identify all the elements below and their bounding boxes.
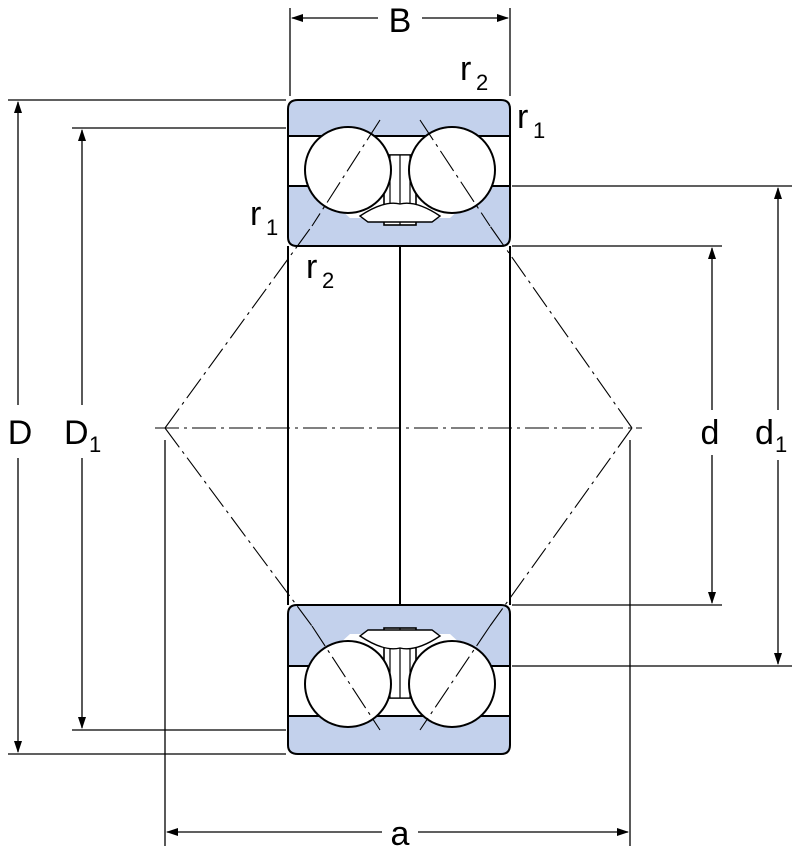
- svg-text:r: r: [250, 195, 261, 233]
- label-r1-top: r 1: [517, 98, 545, 143]
- top-outer-ring: [288, 100, 510, 136]
- dimension-d: [512, 245, 722, 606]
- dimension-D1: [72, 127, 286, 731]
- bottom-bearing-section: [287, 604, 511, 755]
- label-d: d: [701, 414, 720, 452]
- label-r2-left: r 2: [306, 248, 334, 293]
- svg-text:2: 2: [476, 70, 488, 95]
- svg-text:1: 1: [89, 432, 101, 457]
- label-d1: d 1: [755, 414, 787, 457]
- bottom-inner-ring-left: [288, 605, 400, 666]
- dimension-B: [289, 8, 511, 96]
- svg-text:1: 1: [266, 215, 278, 240]
- label-r2-top: r 2: [460, 50, 488, 95]
- svg-text:1: 1: [775, 432, 787, 457]
- svg-text:r: r: [517, 98, 528, 136]
- bottom-ball-left: [304, 640, 392, 728]
- dimension-D: [8, 99, 286, 755]
- svg-text:d: d: [755, 414, 774, 452]
- dimension-d1: [512, 185, 792, 667]
- top-cage: [358, 154, 442, 226]
- bottom-ball-right: [408, 640, 496, 728]
- svg-text:2: 2: [322, 268, 334, 293]
- bottom-outer-ring: [288, 716, 510, 754]
- contact-angle-lines: [155, 225, 642, 627]
- top-bearing-section: [287, 99, 511, 247]
- top-ball-right: [408, 126, 496, 214]
- label-D: D: [8, 414, 33, 452]
- bore-lines: [287, 246, 511, 605]
- label-a: a: [391, 815, 410, 853]
- svg-text:D: D: [64, 414, 89, 452]
- bottom-inner-ring-right: [400, 605, 510, 666]
- svg-text:r: r: [306, 248, 317, 286]
- top-inner-ring-left: [288, 186, 400, 246]
- svg-text:1: 1: [533, 118, 545, 143]
- dimension-a: [164, 440, 631, 846]
- label-D1: D 1: [64, 414, 101, 457]
- svg-text:r: r: [460, 50, 471, 88]
- label-B: B: [389, 2, 412, 40]
- label-r1-left: r 1: [250, 195, 278, 240]
